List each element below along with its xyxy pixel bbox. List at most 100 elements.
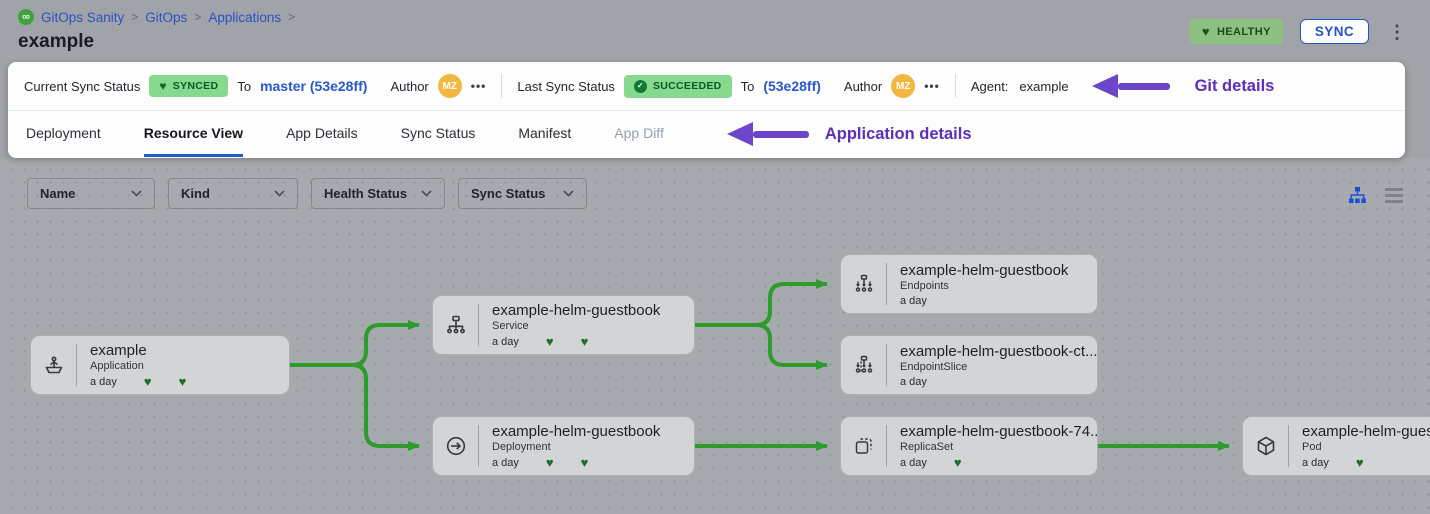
- divider: [501, 74, 503, 98]
- health-heart-icon: ♥: [580, 334, 589, 349]
- filter-bar: Name Kind Health Status Sync Status: [27, 178, 587, 209]
- health-status-filter-dropdown[interactable]: Health Status: [311, 178, 445, 209]
- tab-app-details[interactable]: App Details: [286, 124, 358, 141]
- kind-filter-dropdown[interactable]: Kind: [168, 178, 298, 209]
- divider: [886, 263, 887, 305]
- to-label: To: [740, 78, 755, 94]
- tree-node-endpointslice[interactable]: example-helm-guestbook-ct... EndpointSli…: [840, 335, 1098, 395]
- breadcrumb-separator: >: [288, 10, 296, 24]
- application-details-annotation-group: Application details: [726, 111, 972, 157]
- author-label: Author: [390, 78, 429, 94]
- author-avatar[interactable]: MZ: [891, 74, 916, 98]
- tab-resource-view[interactable]: Resource View: [143, 111, 244, 157]
- author-avatar[interactable]: MZ: [437, 74, 462, 98]
- divider: [76, 344, 77, 386]
- breadcrumb-link-gitops-sanity[interactable]: GitOps Sanity: [41, 9, 125, 25]
- endpoints-icon: [841, 272, 886, 296]
- chevron-down-icon: [563, 190, 574, 197]
- health-heart-icon: ♥: [580, 455, 589, 470]
- application-details-arrow: [726, 122, 809, 146]
- tree-view-icon[interactable]: [1348, 186, 1367, 205]
- health-heart-icon: ♥: [545, 334, 554, 349]
- page-title: example: [18, 31, 95, 52]
- divider: [478, 425, 479, 467]
- current-revision-link[interactable]: master (53e28ff): [260, 78, 368, 94]
- arrow-left-icon: [1091, 74, 1118, 98]
- divider: [478, 304, 479, 346]
- chevron-down-icon: [421, 190, 432, 197]
- chevron-down-icon: [131, 190, 142, 197]
- succeeded-badge-label: SUCCEEDED: [652, 80, 722, 92]
- git-details-annotation: Git details: [1194, 76, 1275, 95]
- arrow-shaft: [1117, 82, 1170, 90]
- agent-label: Agent:: [970, 78, 1009, 94]
- tree-node-service[interactable]: example-helm-guestbook Service a day♥♥: [432, 295, 695, 355]
- breadcrumb-link-gitops[interactable]: GitOps: [145, 9, 188, 25]
- node-kind: Deployment: [492, 441, 551, 453]
- node-age: a day: [492, 456, 519, 469]
- health-heart-icon: ♥: [143, 374, 152, 389]
- last-sync-status-label: Last Sync Status: [517, 78, 615, 94]
- arrow-left-icon: [726, 122, 753, 146]
- arrow-shaft: [752, 130, 809, 138]
- node-age: a day: [1302, 456, 1329, 469]
- application-icon: [31, 353, 76, 377]
- tree-node-deployment[interactable]: example-helm-guestbook Deployment a day ♥…: [432, 416, 695, 476]
- divider: [954, 74, 956, 98]
- node-kind: Pod: [1302, 441, 1322, 453]
- node-age: a day: [492, 335, 519, 348]
- last-revision-link[interactable]: (53e28ff): [763, 78, 821, 94]
- divider: [886, 344, 887, 386]
- header-actions: ♥ HEALTHY SYNC ⋮: [1189, 19, 1408, 44]
- filter-label: Sync Status: [471, 186, 546, 201]
- app-tabs: Deployment Resource View App Details Syn…: [8, 111, 1405, 157]
- tree-node-endpoints[interactable]: example-helm-guestbook Endpoints a day: [840, 254, 1098, 314]
- resource-canvas: Name Kind Health Status Sync Status: [0, 158, 1430, 514]
- app-panel: Current Sync Status ♥ SYNCED To master (…: [8, 62, 1405, 158]
- tree-node-application[interactable]: example Application a day♥♥: [30, 335, 290, 395]
- sync-status-filter-dropdown[interactable]: Sync Status: [458, 178, 587, 209]
- health-heart-icon: ♥: [1355, 455, 1364, 470]
- health-heart-icon: ♥: [178, 374, 187, 389]
- tree-node-replicaset[interactable]: example-helm-guestbook-74... ReplicaSet …: [840, 416, 1098, 476]
- node-title: example-helm-guestbook: [900, 261, 1069, 279]
- tree-node-pod[interactable]: example-helm-guest Pod a day♥: [1242, 416, 1430, 476]
- replicaset-icon: [841, 434, 886, 458]
- pod-icon: [1243, 434, 1288, 458]
- breadcrumb-separator: >: [194, 10, 202, 24]
- node-age: a day: [90, 375, 117, 388]
- list-view-icon[interactable]: [1385, 187, 1403, 204]
- more-icon[interactable]: •••: [470, 79, 487, 93]
- sync-status-bar: Current Sync Status ♥ SYNCED To master (…: [8, 62, 1405, 111]
- author-label: Author: [843, 78, 883, 94]
- name-filter-dropdown[interactable]: Name: [27, 178, 155, 209]
- tab-manifest[interactable]: Manifest: [518, 124, 572, 141]
- node-kind: EndpointSlice: [900, 360, 968, 373]
- filter-label: Health Status: [324, 186, 408, 201]
- deployment-icon: [433, 434, 478, 458]
- tab-deployment[interactable]: Deployment: [26, 124, 101, 141]
- heart-icon: ♥: [1201, 24, 1210, 39]
- tab-app-diff[interactable]: App Diff: [614, 124, 664, 141]
- synced-badge: ♥ SYNCED: [149, 75, 229, 97]
- node-age: a day: [900, 456, 927, 469]
- breadcrumb-separator: >: [131, 10, 139, 24]
- service-icon: [433, 313, 478, 337]
- node-age: a day: [900, 294, 927, 307]
- kebab-menu-icon[interactable]: ⋮: [1388, 21, 1406, 42]
- agent-value: example: [1019, 78, 1069, 94]
- node-title: example-helm-guestbook-74...: [900, 423, 1097, 440]
- node-title: example: [90, 342, 147, 359]
- breadcrumb: ∞ GitOps Sanity > GitOps > Applications …: [18, 9, 295, 25]
- sync-button[interactable]: SYNC: [1299, 19, 1369, 44]
- node-kind: Service: [492, 320, 529, 332]
- health-heart-icon: ♥: [545, 455, 554, 470]
- tab-sync-status[interactable]: Sync Status: [400, 124, 476, 141]
- succeeded-badge: ✓ SUCCEEDED: [623, 74, 732, 98]
- breadcrumb-link-applications[interactable]: Applications: [208, 9, 282, 25]
- health-heart-icon: ♥: [953, 455, 962, 470]
- node-title: example-helm-guestbook: [492, 423, 661, 440]
- more-icon[interactable]: •••: [924, 79, 940, 93]
- node-title: example-helm-guestbook-ct...: [900, 342, 1097, 360]
- filter-label: Name: [40, 186, 76, 201]
